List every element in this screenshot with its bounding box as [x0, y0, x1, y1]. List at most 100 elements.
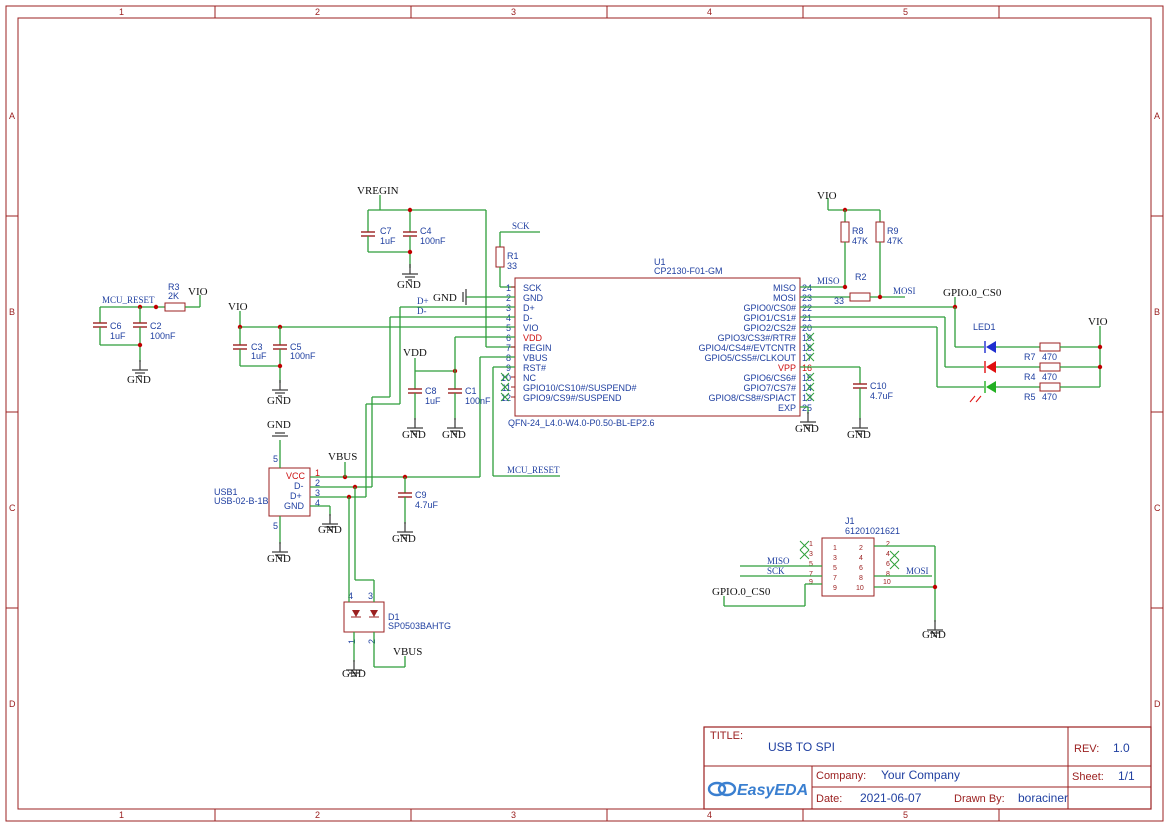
- drawn-by-label: Drawn By:: [954, 793, 1005, 805]
- col-label: 5: [903, 810, 908, 820]
- u1-pin-number: 1: [506, 283, 511, 293]
- usb1-pin-name: D+: [290, 491, 302, 501]
- r4-ref: R4: [1024, 372, 1036, 382]
- sheet-label: Sheet:: [1072, 771, 1104, 783]
- dplus-net-label: D+: [417, 296, 429, 306]
- usb1-pin-num: 4: [315, 498, 320, 508]
- usb1-connector[interactable]: [268, 467, 311, 517]
- j1-pin: 8: [886, 571, 890, 578]
- gnd-label: GND: [402, 429, 426, 441]
- r2-ref: R2: [855, 272, 867, 282]
- j1-pin: 1: [833, 545, 837, 552]
- r9-value: 47K: [887, 236, 903, 246]
- gnd-label: GND: [442, 429, 466, 441]
- j1-pin: 5: [809, 561, 813, 568]
- u1-pin-name: VPP: [778, 363, 796, 373]
- u1-pin-name: GPIO4/CS4#/EVTCNTR: [698, 343, 796, 353]
- drawing-frame: [5, 5, 1164, 822]
- u1-pin-number: 5: [506, 323, 511, 333]
- rev-value: 1.0: [1113, 741, 1130, 755]
- j1-pin: 4: [886, 551, 890, 558]
- d1-value: SP0503BAHTG: [388, 621, 451, 631]
- vbus-bottom-label: VBUS: [393, 646, 422, 658]
- usb1-ref: USB1: [214, 487, 238, 497]
- c8-ref: C8: [425, 386, 437, 396]
- j1-pin: 6: [859, 565, 863, 572]
- col-label: 3: [511, 7, 516, 17]
- u1-pin-name: GPIO3/CS3#/RTR#: [718, 333, 796, 343]
- gnd-label: GND: [318, 524, 342, 536]
- title-label: TITLE:: [710, 730, 743, 742]
- row-label: D: [1154, 699, 1161, 709]
- d1-esd-diode[interactable]: [343, 601, 385, 633]
- u1-pin-name: RST#: [523, 363, 546, 373]
- row-label: D: [9, 699, 16, 709]
- u1-pin-name: MOSI: [773, 293, 796, 303]
- j1-mosi-label: MOSI: [906, 566, 929, 576]
- gnd-label: GND: [847, 429, 871, 441]
- u1-vbus-rst-wiring: MCU_RESET: [479, 356, 560, 477]
- r5-ref: R5: [1024, 392, 1036, 402]
- gnd-label: GND: [922, 629, 946, 641]
- title-value: USB TO SPI: [768, 740, 835, 754]
- vio-r3-label: VIO: [188, 286, 208, 298]
- c1-ref: C1: [465, 386, 477, 396]
- r8-ref: R8: [852, 226, 864, 236]
- gnd-label: GND: [433, 292, 457, 304]
- j1-pin: 10: [883, 579, 891, 586]
- u1-pin-name: GPIO1/CS1#: [743, 313, 796, 323]
- u1-pin-number: 21: [802, 313, 812, 323]
- gpio-cs0-top-label: GPIO.0_CS0: [943, 287, 1002, 299]
- r8-value: 47K: [852, 236, 868, 246]
- usb1-annotations: USB1 USB-02-B-1B VCC D- D+ GND 1 2 3 4 5…: [214, 419, 481, 565]
- c7-ref: C7: [380, 226, 392, 236]
- j1-miso-label: MISO: [767, 556, 790, 566]
- c8-value: 1uF: [425, 396, 441, 406]
- c4-value: 100nF: [420, 236, 446, 246]
- mcu-reset-bottom-label: MCU_RESET: [507, 465, 560, 475]
- u1-package: QFN-24_L4.0-W4.0-P0.50-BL-EP2.6: [508, 418, 655, 428]
- u1-pin-number: 7: [506, 343, 511, 353]
- gnd-label: GND: [267, 419, 291, 431]
- u1-pin-number: 16: [802, 363, 812, 373]
- row-label: A: [1154, 111, 1160, 121]
- easyeda-logo-icon: [707, 781, 737, 797]
- vio-left-label: VIO: [228, 301, 248, 313]
- easyeda-logo-text: EasyEDA: [737, 782, 808, 799]
- r1-value: 33: [507, 261, 517, 271]
- u1-left-pins: 1SCK2GND3D+4D-5VIO6VDD7REGIN8VBUS9RST#10…: [500, 283, 637, 403]
- u1-pin-number: 2: [506, 293, 511, 303]
- u1-gnd-pin-net: GND: [433, 289, 515, 305]
- c7-value: 1uF: [380, 236, 396, 246]
- miso-net-label: MISO: [817, 276, 840, 286]
- r1-ref: R1: [507, 251, 519, 261]
- vio-led-label: VIO: [1088, 316, 1108, 328]
- j1-value: 61201021621: [845, 526, 900, 536]
- j1-pin: 2: [859, 545, 863, 552]
- d1-annotations: D1 SP0503BAHTG 4 3 1 2 GND VBUS: [342, 487, 451, 680]
- dminus-net-label: D-: [417, 306, 427, 316]
- u1-pin-number: 13: [802, 393, 812, 403]
- u1-chip[interactable]: U1 CP2130-F01-GM QFN-24_L4.0-W4.0-P0.50-…: [508, 257, 801, 428]
- gnd-label: GND: [392, 533, 416, 545]
- col-label: 2: [315, 7, 320, 17]
- u1-pin-number: 15: [802, 373, 812, 383]
- col-label: 1: [119, 810, 124, 820]
- j1-sck-label: SCK: [767, 566, 785, 576]
- u1-pin-name: GPIO2/CS2#: [743, 323, 796, 333]
- u1-pin-name: GPIO0/CS0#: [743, 303, 796, 313]
- r3-section: MCU_RESET VIO R3 2K GND C6 1uF C2 100nF: [92, 282, 208, 386]
- j1-header[interactable]: [821, 537, 875, 597]
- u1-pin-name: D+: [523, 303, 535, 313]
- gnd-label: GND: [397, 279, 421, 291]
- c9-ref: C9: [415, 490, 427, 500]
- vdd-label: VDD: [403, 347, 427, 359]
